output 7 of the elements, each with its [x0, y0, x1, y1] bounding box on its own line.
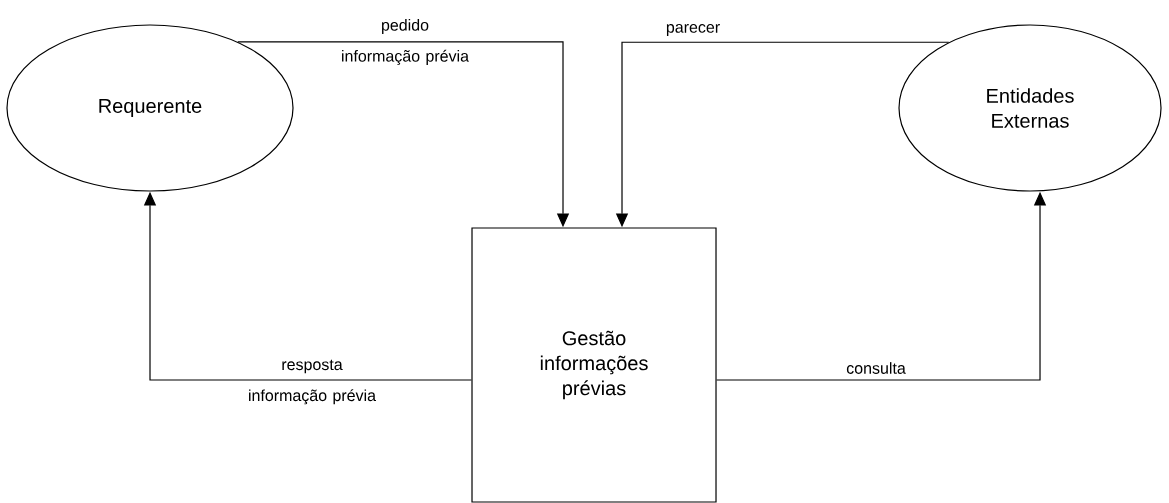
edge-label: parecer [666, 24, 720, 36]
ellipse-node: Entidades Externas [898, 24, 1162, 192]
edge-label: pedido informação prévia [342, 19, 469, 65]
ellipse-node: Requerente [6, 24, 294, 192]
edge-label: consulta [846, 362, 906, 374]
process-box: Gestão informações prévias [471, 227, 717, 503]
edge-label: resposta informação prévia [249, 359, 376, 405]
